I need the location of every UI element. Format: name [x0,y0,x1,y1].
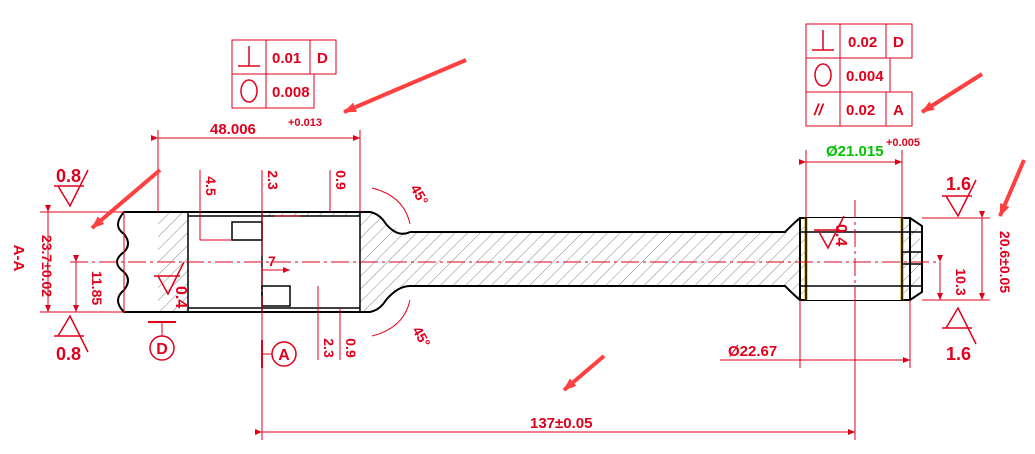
roughness-left-bot: 0.8 [54,314,89,364]
rod-shank [410,217,801,301]
dim-0-9-bot: 0.9 [343,338,359,358]
perpendicularity-icon [812,30,834,51]
svg-text:0.4: 0.4 [832,224,849,246]
arrow-right-roughness [998,159,1026,217]
dim-center-distance: 137±0.05 [530,415,592,432]
arrow-left-roughness [90,168,162,230]
dim-2-3-top: 2.3 [265,170,281,190]
roughness-left-top: 0.8 [54,166,89,208]
roughness-bore-right: 0.4 [814,215,849,250]
svg-text:0.02: 0.02 [846,102,875,119]
roughness-symbols: 0.8 0.8 1.6 1.6 0.4 0.4 [54,166,977,364]
dim-4-5: 4.5 [203,176,219,196]
svg-text:0.8: 0.8 [56,344,81,364]
dim-half-bore: 11.85 [89,271,105,305]
dim-small-end-dia: Ø21.015 [826,143,884,160]
connecting-rod-outline [70,180,940,350]
svg-text:D: D [317,50,328,67]
flatness-ellipse-icon [814,63,832,87]
datum-a: A [261,340,297,368]
annotation-arrows [90,58,1026,392]
svg-text:0.8: 0.8 [56,166,81,186]
dim-big-end-width-tol: +0.013 [288,117,322,129]
flatness-ellipse-icon [240,79,258,103]
perpendicularity-icon [238,46,260,67]
svg-text:D: D [893,34,904,51]
arrow-gdt-right [920,72,984,114]
dim-small-end-outer: Ø22.67 [728,343,777,360]
roughness-bore-left: 0.4 [154,261,189,308]
arrow-center-distance [562,354,606,392]
dim-angle-bot: 45° [409,324,433,350]
dim-0-9-top: 0.9 [333,170,349,190]
dim-2-3-bot: 2.3 [321,338,337,358]
dim-big-end-width: 48.006 [210,121,256,138]
svg-text:0.004: 0.004 [846,68,884,85]
dim-7: 7 [268,253,276,269]
svg-text:0.4: 0.4 [172,286,189,308]
svg-text:A: A [893,102,904,119]
svg-text:A: A [278,347,290,364]
svg-text:D: D [156,341,168,358]
dim-small-half: 10.3 [953,268,969,295]
gdt-frame-right: // 0.02 D 0.004 0.02 A [805,23,913,127]
dim-angle-top: 45° [407,182,431,208]
svg-text:0.008: 0.008 [272,84,310,101]
roughness-right-top: 1.6 [942,174,977,218]
svg-text:1.6: 1.6 [946,344,971,364]
gdt-frame-left: 0.01 D 0.008 [231,39,337,109]
svg-text:0.02: 0.02 [848,34,877,51]
dim-small-end-width: 20.6±0.05 [997,231,1013,293]
parallelism-icon: // [813,102,824,119]
datum-d: D [148,321,176,361]
dim-small-end-dia-tol: +0.005 [886,137,920,149]
svg-text:1.6: 1.6 [946,174,971,194]
dim-big-end-bore: 23.7±0.02 [39,235,55,297]
svg-text:0.01: 0.01 [272,50,301,67]
big-end-outline [158,211,411,313]
arrow-gdt-left [343,58,467,114]
section-label: A-A [10,245,27,272]
dimension-lines [40,130,990,440]
roughness-right-bot: 1.6 [942,306,977,364]
